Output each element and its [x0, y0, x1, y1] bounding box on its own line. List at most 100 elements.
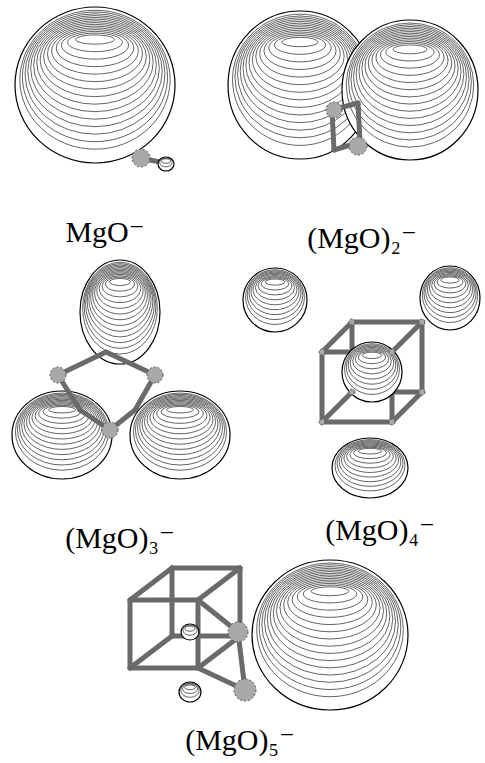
contour-line [354, 28, 467, 126]
contour-line [265, 279, 285, 285]
contour-line [437, 276, 463, 288]
contour-line [243, 21, 357, 115]
bond-frame [358, 103, 360, 142]
bond-frame [170, 568, 175, 636]
atom-sphere [132, 149, 150, 167]
contour-line [359, 31, 461, 111]
contour-line [20, 10, 170, 149]
contour-line [110, 278, 131, 285]
bond-frame [322, 420, 392, 425]
contour-line [256, 28, 344, 84]
contour-line [429, 272, 470, 302]
contour-line [346, 23, 473, 147]
contour-line [353, 349, 392, 374]
contour-line [288, 580, 373, 625]
contour-line [47, 26, 142, 82]
small-lobe [158, 157, 174, 171]
lobe-outline [158, 157, 174, 171]
contour-line [350, 347, 393, 379]
contour-line [52, 28, 139, 74]
contour-line [147, 400, 213, 439]
atom-sphere [326, 102, 342, 118]
contour-line [311, 587, 349, 596]
contour-line [303, 585, 356, 603]
contour-line [344, 444, 396, 473]
contour-line [257, 563, 404, 697]
contour-line [86, 265, 155, 343]
small-lobe [181, 624, 199, 640]
contour-line [183, 625, 197, 635]
contour-line [181, 683, 199, 697]
contour-line [84, 264, 156, 349]
contour-line [348, 346, 396, 384]
contour-line [83, 262, 158, 354]
contour-line [345, 344, 400, 395]
density-lobe [420, 266, 480, 330]
density-lobe [243, 268, 307, 332]
lobe-outline [12, 391, 112, 479]
contour-line [368, 36, 451, 89]
contour-line [261, 278, 289, 290]
atom-sphere [349, 319, 355, 325]
contour-line [140, 397, 221, 455]
contour-line [160, 158, 173, 167]
contour-line [365, 35, 455, 97]
lobe-outline [15, 7, 175, 163]
contour-line [22, 12, 167, 142]
contour-line [337, 441, 403, 487]
contour-line [162, 159, 171, 163]
bond-frame [322, 322, 352, 352]
atom-sphere [147, 367, 163, 383]
contour-line [34, 19, 157, 112]
contour-line [44, 24, 147, 89]
contour-line [25, 14, 165, 134]
contour-line [99, 274, 140, 302]
contour-line [427, 271, 472, 307]
contour-line [376, 40, 444, 75]
contour-line [434, 275, 466, 293]
atom-sphere [234, 679, 256, 701]
contour-line [144, 399, 215, 444]
contour-line [335, 440, 405, 491]
contour-line [31, 17, 160, 119]
contour-line [350, 446, 390, 463]
contour-line [441, 277, 459, 283]
contour-line [346, 345, 397, 389]
contour-line [49, 406, 76, 412]
contour-line [15, 393, 108, 470]
contour-line [253, 274, 297, 304]
contour-line [262, 567, 398, 683]
contour-line [347, 445, 394, 468]
contour-line [26, 399, 97, 444]
contour-line [251, 273, 299, 309]
contour-line [56, 30, 134, 67]
atom-sphere [419, 389, 425, 395]
small-lobe [179, 682, 201, 702]
contour-line [339, 442, 401, 482]
contour-line [89, 268, 151, 332]
bond-frame [130, 598, 198, 603]
contour-line [24, 398, 100, 449]
contour-line [97, 273, 143, 308]
contour-line [362, 33, 458, 104]
atom-sphere [349, 389, 355, 395]
contour-line [351, 26, 469, 132]
contour-line [252, 27, 347, 93]
contour-line [247, 271, 303, 320]
lobe-outline [243, 268, 307, 332]
contour-line [17, 394, 106, 465]
atom-sphere [319, 349, 325, 355]
contour-line [40, 23, 150, 97]
bond-frame [128, 600, 133, 668]
contour-line [28, 16, 162, 127]
atom-sphere [319, 419, 325, 425]
contour-line [259, 565, 401, 690]
atom-sphere [228, 622, 248, 642]
cluster-label: (MgO)₅⁻ [185, 723, 295, 758]
contour-line [258, 277, 292, 295]
atom-sphere [50, 367, 66, 383]
contour-line [87, 266, 153, 337]
density-lobe [332, 438, 408, 498]
contour-line [249, 272, 301, 315]
contour-line [182, 684, 197, 694]
